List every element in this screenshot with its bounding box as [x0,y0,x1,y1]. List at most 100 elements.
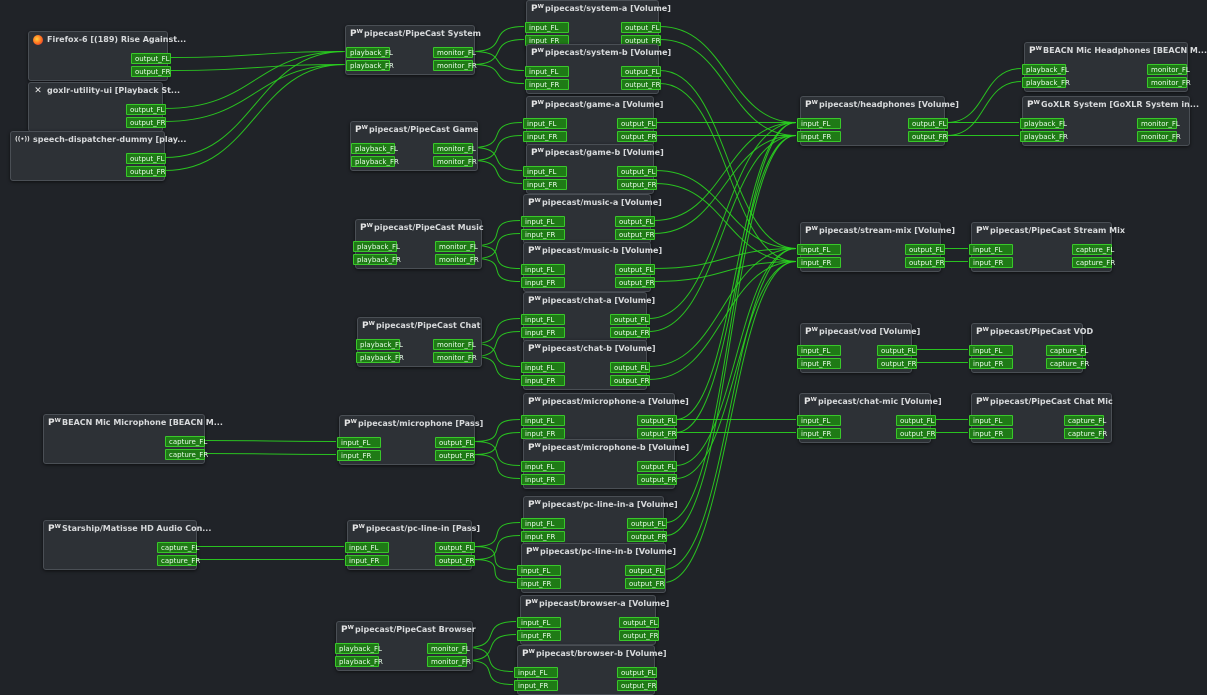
output-port-monitor-fl[interactable]: monitor_FL [1137,118,1180,129]
link-pc-system-to-sys-b-fl[interactable] [471,51,525,71]
output-port-monitor-fr[interactable]: monitor_FR [433,60,477,71]
output-port-output-fr[interactable]: output_FR [126,117,166,128]
link-game-b-to-stream-mix-fl[interactable] [655,170,797,249]
output-port-output-fr[interactable]: output_FR [617,179,657,190]
link-headphones-to-beacn-hp-fr[interactable] [946,81,1022,136]
input-port-input-fr[interactable]: input_FR [969,257,1013,268]
link-pc-system-to-sys-a-fr[interactable] [471,39,525,65]
input-port-input-fl[interactable]: input_FL [345,542,389,553]
input-port-input-fr[interactable]: input_FR [521,428,565,439]
input-port-input-fl[interactable]: input_FL [521,216,565,227]
input-port-input-fr[interactable]: input_FR [523,179,567,190]
output-port-output-fr[interactable]: output_FR [615,229,655,240]
output-port-monitor-fl[interactable]: monitor_FL [433,47,476,58]
input-port-input-fr[interactable]: input_FR [797,358,841,369]
output-port-output-fr[interactable]: output_FR [126,166,166,177]
output-port-capture-fr[interactable]: capture_FR [1072,257,1115,268]
node-speech[interactable]: ((•))speech-dispatcher-dummy [play...out… [10,131,186,181]
link-pc-mic-to-mic-a-fr[interactable] [473,432,521,455]
output-port-output-fr[interactable]: output_FR [131,66,171,77]
output-port-output-fl[interactable]: output_FL [617,118,657,129]
input-port-playback-fr[interactable]: playback_FR [1020,131,1068,142]
output-port-capture-fr[interactable]: capture_FR [157,555,200,566]
node-goxlr[interactable]: ✕goxlr-utility-ui [Playback St...output_… [28,82,180,132]
output-port-output-fl[interactable]: output_FL [619,617,659,628]
input-port-input-fr[interactable]: input_FR [969,358,1013,369]
input-port-input-fl[interactable]: input_FL [797,244,841,255]
link-pc-game-to-game-b-fr[interactable] [471,160,523,184]
link-music-a-to-headphones-fl[interactable] [653,122,797,221]
link-sys-b-to-stream-mix-fl[interactable] [659,70,797,249]
link-sys-a-to-headphones-fl[interactable] [659,26,797,123]
link-pc-browser-to-browser-b-fr[interactable] [465,660,514,685]
output-port-monitor-fl[interactable]: monitor_FL [427,643,470,654]
link-pc-browser-to-browser-a-fr[interactable] [465,634,517,661]
output-port-output-fl[interactable]: output_FL [905,244,945,255]
input-port-input-fl[interactable]: input_FL [517,617,561,628]
input-port-playback-fr[interactable]: playback_FR [335,656,383,667]
input-port-input-fl[interactable]: input_FL [517,565,561,576]
output-port-capture-fr[interactable]: capture_FR [165,449,208,460]
input-port-input-fl[interactable]: input_FL [525,22,569,33]
link-beacn-mic-to-pc-mic-fl[interactable] [203,440,337,442]
input-port-playback-fl[interactable]: playback_FL [335,643,382,654]
output-port-output-fl[interactable]: output_FL [435,437,475,448]
input-port-input-fr[interactable]: input_FR [521,277,565,288]
output-port-output-fl[interactable]: output_FL [131,53,171,64]
link-mic-b-to-stream-mix-fl[interactable] [675,248,797,466]
link-pc-linein-to-linein-a-fl[interactable] [473,522,521,547]
link-pc-linein-to-linein-a-fr[interactable] [473,535,521,560]
output-port-monitor-fr[interactable]: monitor_FR [433,352,477,363]
link-linein-a-to-headphones-fr[interactable] [665,135,797,536]
link-pc-mic-to-mic-a-fl[interactable] [473,419,521,442]
link-pc-mic-to-mic-b-fl[interactable] [473,441,521,466]
input-port-input-fl[interactable]: input_FL [797,345,841,356]
input-port-input-fr[interactable]: input_FR [337,450,381,461]
link-linein-a-to-headphones-fl[interactable] [665,122,797,523]
input-port-playback-fl[interactable]: playback_FL [356,339,403,350]
input-port-input-fl[interactable]: input_FL [797,118,841,129]
input-port-playback-fl[interactable]: playback_FL [351,143,398,154]
input-port-input-fl[interactable]: input_FL [797,415,841,426]
link-goxlr-to-pc-system-fl[interactable] [164,51,346,109]
link-firefox-to-pc-system-fl[interactable] [169,51,346,58]
input-port-playback-fr[interactable]: playback_FR [356,352,404,363]
input-port-playback-fl[interactable]: playback_FL [1022,64,1069,75]
input-port-input-fr[interactable]: input_FR [521,229,565,240]
output-port-output-fl[interactable]: output_FL [610,362,650,373]
link-pc-system-to-sys-a-fl[interactable] [471,26,525,52]
link-pc-browser-to-browser-b-fl[interactable] [465,647,514,672]
output-port-monitor-fl[interactable]: monitor_FL [1147,64,1190,75]
output-port-output-fl[interactable]: output_FL [615,216,655,227]
output-port-capture-fl[interactable]: capture_FL [1064,415,1106,426]
link-pc-chat-to-chat-b-fr[interactable] [471,356,521,380]
input-port-input-fr[interactable]: input_FR [523,131,567,142]
output-port-output-fr[interactable]: output_FR [877,358,917,369]
link-linein-b-to-stream-mix-fl[interactable] [663,248,797,570]
input-port-input-fl[interactable]: input_FL [521,314,565,325]
output-port-output-fr[interactable]: output_FR [435,555,475,566]
link-pc-music-to-music-a-fl[interactable] [473,220,521,246]
output-port-output-fr[interactable]: output_FR [627,531,667,542]
link-speech-to-pc-system-fl[interactable] [164,51,346,158]
output-port-monitor-fl[interactable]: monitor_FL [435,241,478,252]
link-game-b-to-stream-mix-fr[interactable] [655,183,797,262]
link-chat-b-to-stream-mix-fl[interactable] [648,248,797,367]
input-port-input-fl[interactable]: input_FL [523,166,567,177]
